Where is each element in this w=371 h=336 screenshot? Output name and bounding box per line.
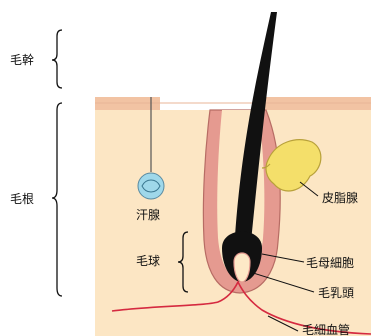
label-hair-bulb: 毛球 [136,255,160,267]
label-sweat-gland: 汗腺 [136,209,160,221]
dermal-papilla [234,253,250,282]
label-shaft: 毛幹 [10,54,34,66]
shaft-brace [52,30,62,88]
label-matrix-cells: 毛母細胞 [306,257,354,269]
label-papilla: 毛乳頭 [318,287,354,299]
label-sebaceous-gland: 皮脂腺 [322,192,358,204]
label-capillary: 毛細血管 [302,324,350,336]
root-brace [52,103,62,296]
label-root: 毛根 [10,193,34,205]
